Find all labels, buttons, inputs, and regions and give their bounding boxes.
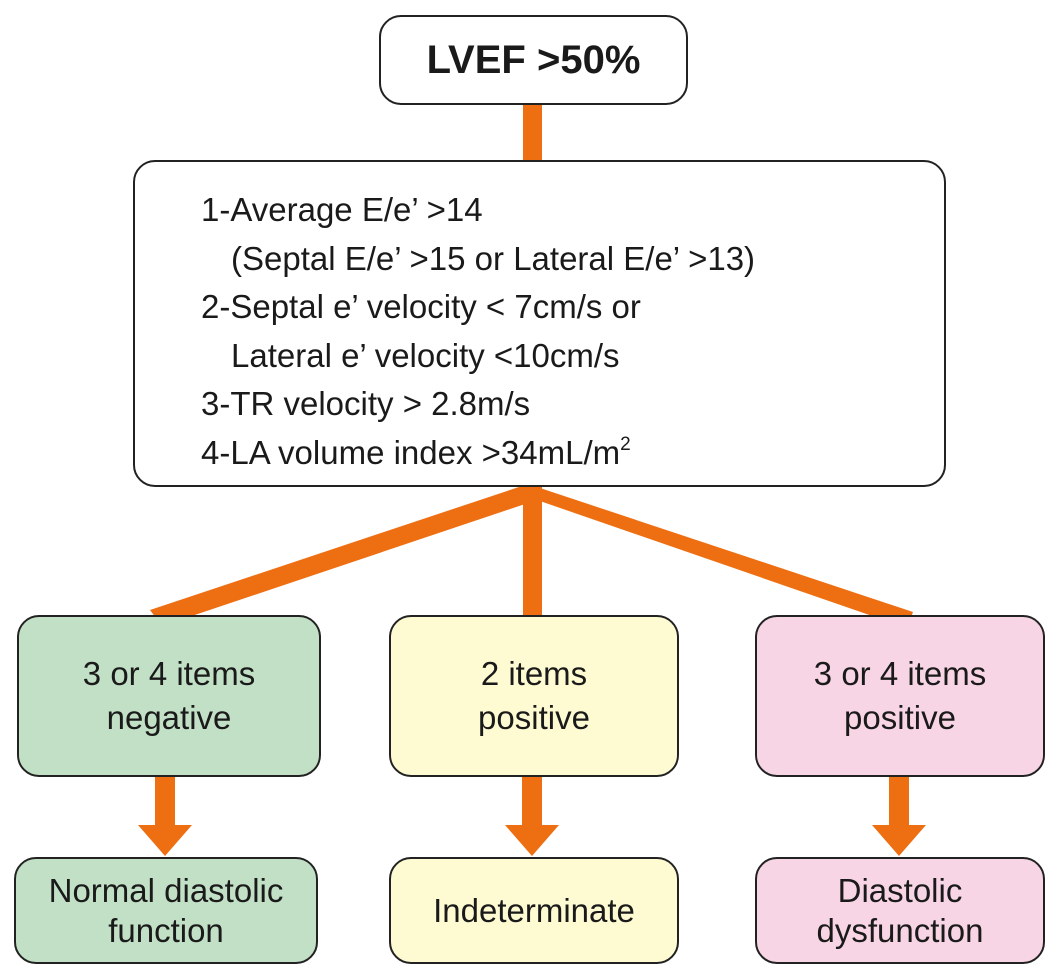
- condition-line: positive: [844, 699, 956, 736]
- connector-top-to-criteria: [523, 105, 542, 161]
- criteria-box: 1-Average E/e’ >14 (Septal E/e’ >15 or L…: [133, 160, 946, 487]
- lvef-label: LVEF >50%: [426, 37, 641, 82]
- condition-box-two-positive: 2 items positive: [389, 615, 679, 777]
- connector-to-center: [523, 486, 542, 616]
- connector-to-right: [528, 484, 913, 628]
- criterion-3: 3-TR velocity > 2.8m/s: [201, 385, 531, 422]
- condition-line: negative: [106, 699, 232, 736]
- criterion-2: 2-Septal e’ velocity < 7cm/s or: [201, 288, 641, 325]
- arrow-shaft-left: [155, 777, 175, 825]
- condition-line: 3 or 4 items: [813, 655, 987, 692]
- arrow-head-center: [505, 825, 559, 856]
- criterion-4-text: 4-LA volume index >34mL/m: [201, 433, 621, 471]
- criterion-2-detail: Lateral e’ velocity <10cm/s: [231, 336, 620, 374]
- arrow-head-left: [138, 825, 192, 856]
- condition-box-positive: 3 or 4 items positive: [755, 615, 1045, 777]
- result-line: Indeterminate: [433, 891, 635, 929]
- result-box-normal: Normal diastolic function: [14, 857, 318, 964]
- criterion-1: 1-Average E/e’ >14: [201, 191, 483, 228]
- connector-to-left: [150, 484, 537, 626]
- result-line: Diastolic: [837, 871, 963, 909]
- condition-line: 2 items: [480, 655, 588, 692]
- result-line: Normal diastolic: [48, 871, 284, 909]
- arrow-head-right: [872, 825, 926, 856]
- result-box-indeterminate: Indeterminate: [389, 857, 679, 964]
- result-box-dysfunction: Diastolic dysfunction: [755, 857, 1045, 964]
- result-line: function: [108, 911, 224, 949]
- lvef-start-box: LVEF >50%: [379, 15, 688, 105]
- arrow-shaft-right: [889, 777, 909, 825]
- criterion-1-detail: (Septal E/e’ >15 or Lateral E/e’ >13): [231, 239, 756, 277]
- criterion-4: 4-LA volume index >34mL/m2: [201, 429, 944, 478]
- condition-line: 3 or 4 items: [82, 655, 256, 692]
- arrow-shaft-center: [522, 777, 542, 825]
- result-line: dysfunction: [816, 911, 984, 949]
- condition-line: positive: [478, 699, 590, 736]
- criterion-4-superscript: 2: [620, 433, 631, 455]
- condition-box-negative: 3 or 4 items negative: [17, 615, 321, 777]
